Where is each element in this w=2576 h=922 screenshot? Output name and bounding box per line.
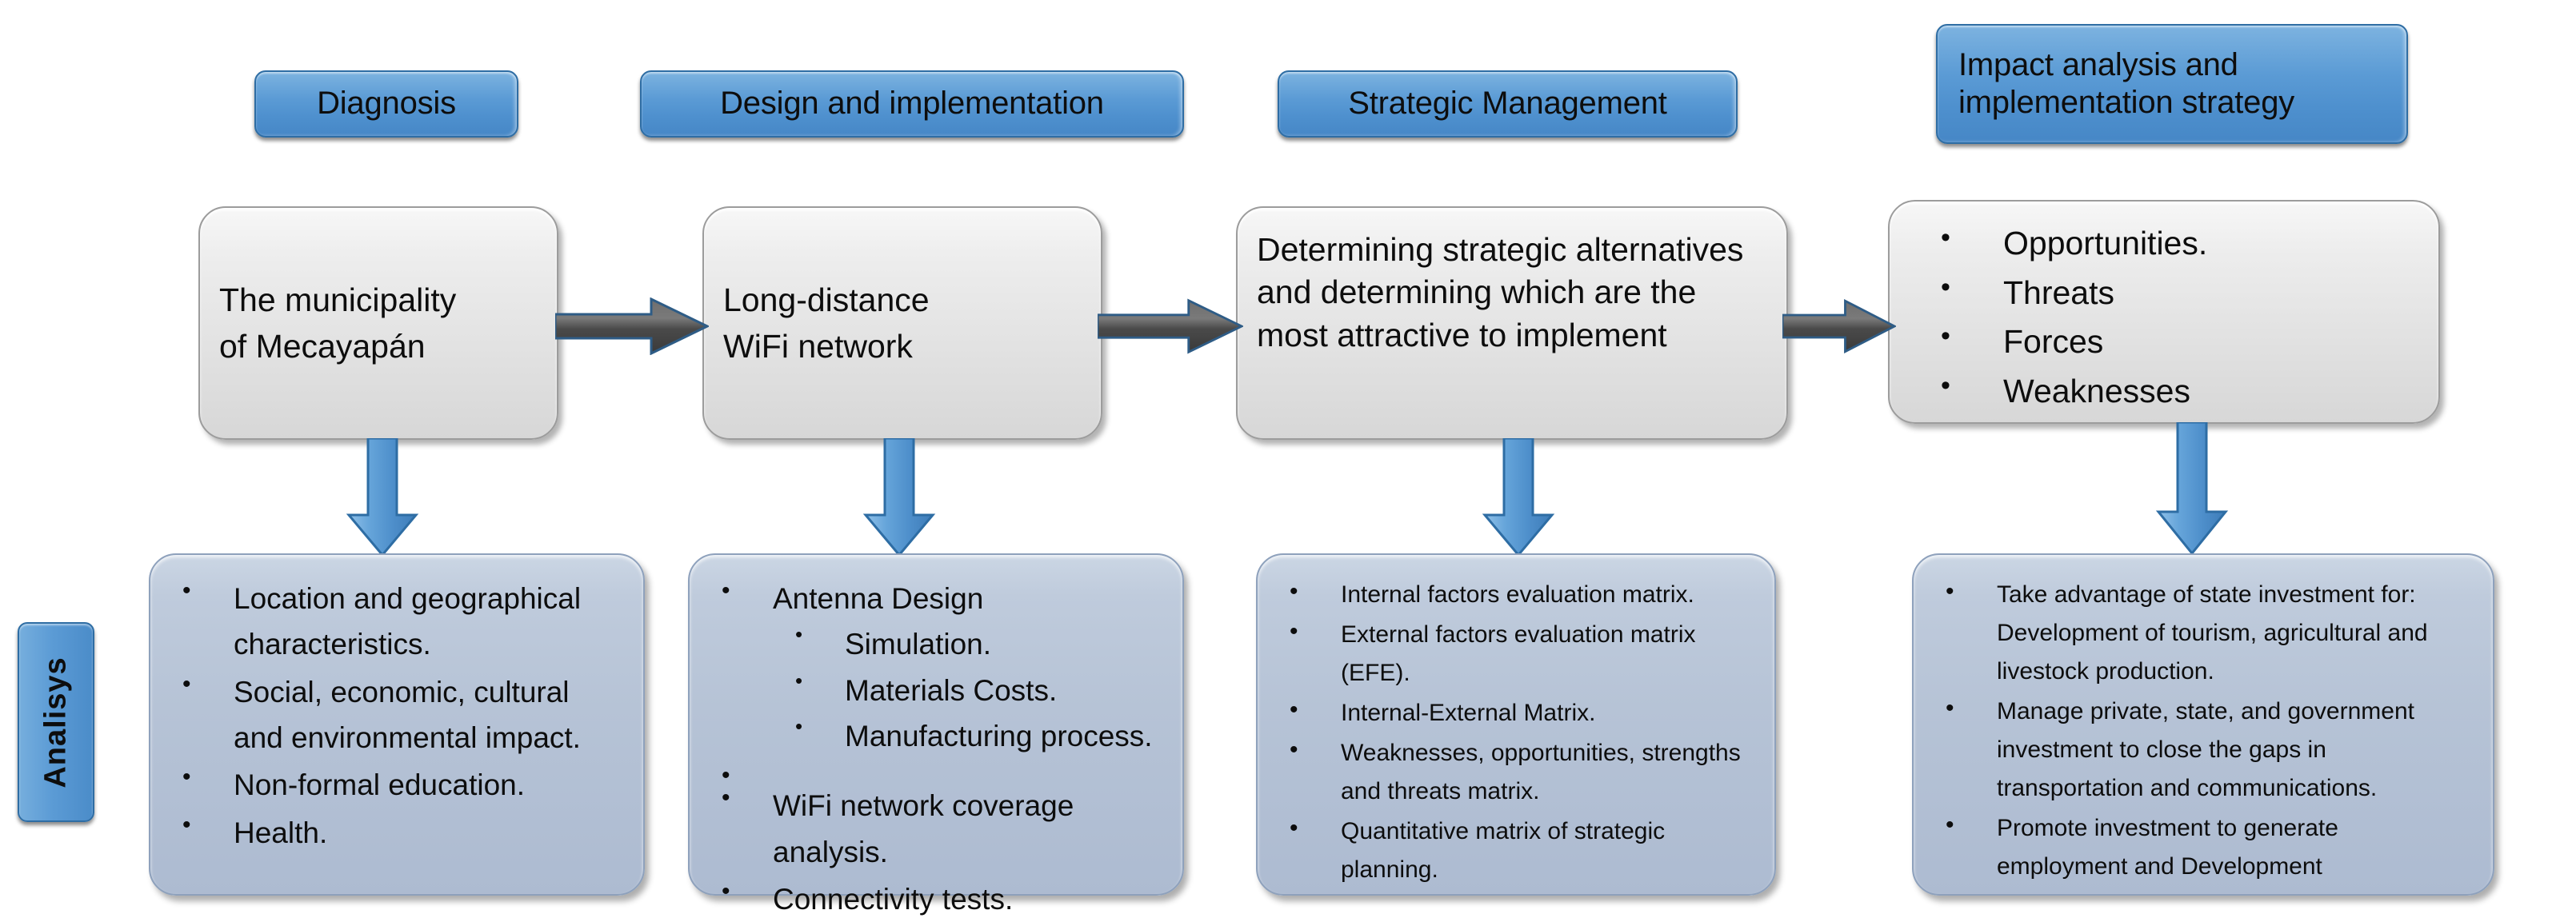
stage-header-impact-analysis[interactable]: Impact analysis and implementation strat… [1936,24,2408,144]
list-item: Location and geographical characteristic… [165,573,622,668]
detail-list: Location and geographical characteristic… [165,573,622,856]
list-item: External factors evaluation matrix (EFE)… [1272,613,1754,692]
detail-box-design-implementation[interactable]: Antenna Design Simulation. Materials Cos… [688,553,1184,916]
stage-header-diagnosis[interactable]: Diagnosis [254,70,518,138]
arrow-down-stage-2 [862,438,936,557]
list-item: Opportunities. [1941,218,2419,269]
list-item: WiFi network coverage analysis. [704,780,1162,875]
detail-box-diagnosis[interactable]: Location and geographical characteristic… [149,553,645,896]
arrow-right-wifi-to-strategic [1098,298,1243,354]
process-line-1: Long-distance [723,281,930,318]
list-item: Weaknesses [1941,365,2419,417]
list-item: Quantitative matrix of strategic plannin… [1272,809,1754,889]
detail-box-strategic-management[interactable]: Internal factors evaluation matrix. Exte… [1256,553,1776,896]
sub-list-item: Manufacturing process. [773,710,1162,759]
arrow-down-stage-1 [346,438,419,557]
list-item-label: Antenna Design [773,582,984,615]
stage-header-label: Design and implementation [720,86,1104,122]
side-tab-analisys[interactable]: Analisys [18,622,94,822]
list-item: Internal factors evaluation matrix. [1272,573,1754,614]
stage-header-line-2: implementation strategy [1958,85,2295,120]
list-item: Antenna Design Simulation. Materials Cos… [704,573,1162,759]
list-item: Take advantage of state investment for: … [1928,573,2472,691]
stage-header-line-1: Impact analysis and [1958,46,2238,82]
sub-list-item: Simulation. [773,618,1162,667]
process-box-wifi-network[interactable]: Long-distance WiFi network [702,206,1102,440]
process-box-strategic-alternatives[interactable]: Determining strategic alternatives and d… [1236,206,1788,440]
list-item: Manage private, state, and government in… [1928,689,2472,808]
process-line-1: The municipality [219,281,457,318]
process-box-swot[interactable]: Opportunities. Threats Forces Weaknesses [1888,200,2440,424]
detail-list: Antenna Design Simulation. Materials Cos… [704,573,1162,922]
stage-header-label: Strategic Management [1348,86,1667,122]
arrow-down-stage-4 [2155,422,2229,556]
arrow-down-stage-3 [1482,438,1555,557]
stage-header-strategic-management[interactable]: Strategic Management [1278,70,1738,138]
stage-header-design-and-implementation[interactable]: Design and implementation [640,70,1184,138]
list-spacer [704,757,1162,795]
process-box-municipality[interactable]: The municipality of Mecayapán [198,206,558,440]
detail-sublist: Simulation. Materials Costs. Manufacturi… [773,618,1162,759]
process-paragraph: Determining strategic alternatives and d… [1257,231,1744,353]
process-line-2: WiFi network [723,328,913,365]
stage-header-label: Diagnosis [317,86,456,122]
list-item: Weaknesses, opportunities, strengths and… [1272,731,1754,811]
list-item: Promote investment to generate employmen… [1928,806,2472,886]
list-item: Internal-External Matrix. [1272,691,1754,732]
list-item: Social, economic, cultural and environme… [165,666,622,761]
list-item: Non-formal education. [165,759,622,808]
side-tab-label: Analisys [38,656,73,788]
list-item: Threats [1941,267,2419,318]
list-item: Forces [1941,316,2419,367]
list-item: Connectivity tests. [704,873,1162,922]
list-item: Health. [165,807,622,856]
detail-box-impact-analysis[interactable]: Take advantage of state investment for: … [1912,553,2494,896]
detail-list: Take advantage of state investment for: … [1928,573,2472,886]
process-line-2: of Mecayapán [219,328,426,365]
swot-list: Opportunities. Threats Forces Weaknesses [1909,218,2419,417]
detail-list: Internal factors evaluation matrix. Exte… [1272,573,1754,889]
arrow-right-municipality-to-wifi [555,297,709,355]
arrow-right-strategic-to-swot [1782,298,1896,354]
sub-list-item: Materials Costs. [773,665,1162,713]
